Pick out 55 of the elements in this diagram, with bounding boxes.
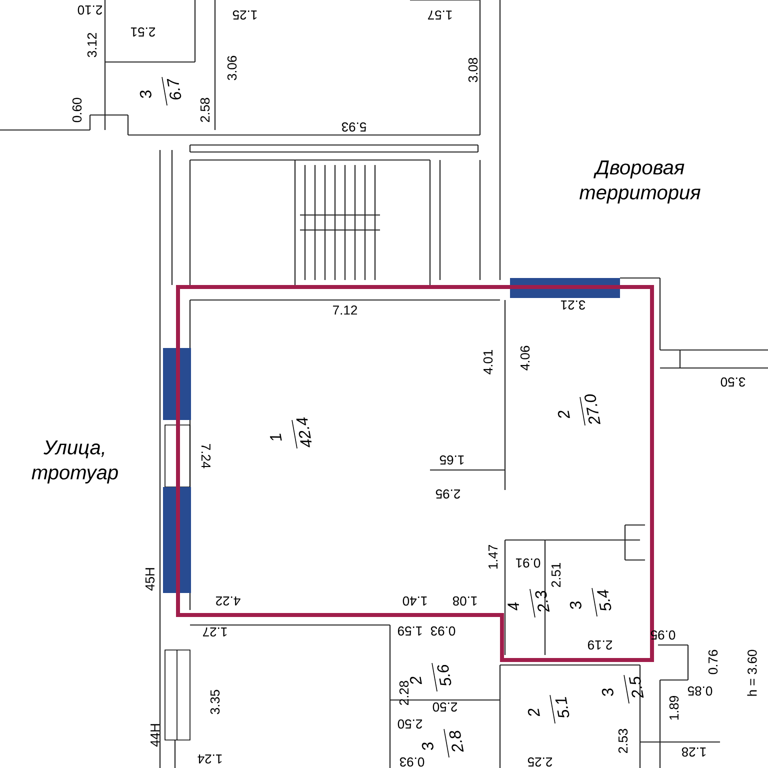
dimension-label: 3.06 [227,56,237,80]
room-label: 2 5.6 [410,662,452,692]
dimension-label: 2.58 [200,98,210,122]
dimension-label: 2.50 [398,719,422,729]
dimension-label: 1.08 [452,596,477,606]
room-label: 3 2.8 [422,728,464,758]
dimension-label: 1.47 [488,545,498,569]
dimension-label: 0.95 [650,630,676,640]
dimension-label: 4.06 [520,346,530,370]
dimension-label: 0.93 [400,757,424,767]
dimension-label: 1.65 [440,455,464,465]
dimension-label: 2.51 [130,27,155,37]
dimension-label: 2.50 [432,702,457,712]
dimension-label: 2.28 [399,680,409,705]
room-label: 4 2.3 [508,588,550,618]
dimension-label: 3.12 [87,33,97,58]
dimension-label: 2.95 [436,489,460,499]
area-label: Улица, тротуар [32,440,118,484]
dimension-label: 2.53 [618,728,628,753]
room-label: 2 5.1 [528,694,570,724]
dimension-label: 0.85 [688,686,712,696]
dimension-label: 3.35 [210,690,220,714]
dimension-label: 0.76 [708,650,718,674]
dimension-label: 1.24 [198,754,222,764]
room-label: 2 27.0 [558,394,600,426]
dimension-label: 1.59 [398,626,422,636]
dimension-label: 3.21 [560,300,586,310]
area-label: Дворовая территория [580,160,700,204]
dimension-label: 1.57 [428,10,452,20]
dimension-label: 5.93 [342,122,366,132]
dimension-label: 3.50 [720,377,746,387]
dimension-label: 0.60 [72,98,82,122]
dimension-label: 0.91 [516,558,540,568]
dimension-label: 2.19 [588,640,612,650]
dimension-label: 1.89 [669,696,679,720]
dimension-label: 1.27 [203,627,227,637]
dimension-label: 7.12 [333,305,357,315]
room-label: 3 6.7 [140,76,182,106]
dimension-label: 0.93 [430,626,456,636]
dimension-label: 2.10 [78,5,102,15]
dimension-label: 2.51 [551,562,561,587]
dimension-label: 44H [150,724,160,747]
room-label: 1 42.4 [270,417,312,449]
room-label: 3 5.4 [570,588,612,617]
dimension-label: 7.24 [201,444,211,468]
dimension-label: 2.25 [528,757,552,767]
dimension-label: 1.25 [232,10,257,20]
dimension-label: 45H [145,568,155,591]
dimension-label: 1.28 [682,747,706,757]
room-label: 3 2.5 [602,674,644,704]
dimension-label: 3.08 [468,58,478,82]
dimension-label: 4.01 [483,350,493,374]
dimension-label: 1.40 [402,596,427,606]
dimension-label: h = 3.60 [747,650,757,696]
dimension-label: 4.22 [216,596,240,606]
